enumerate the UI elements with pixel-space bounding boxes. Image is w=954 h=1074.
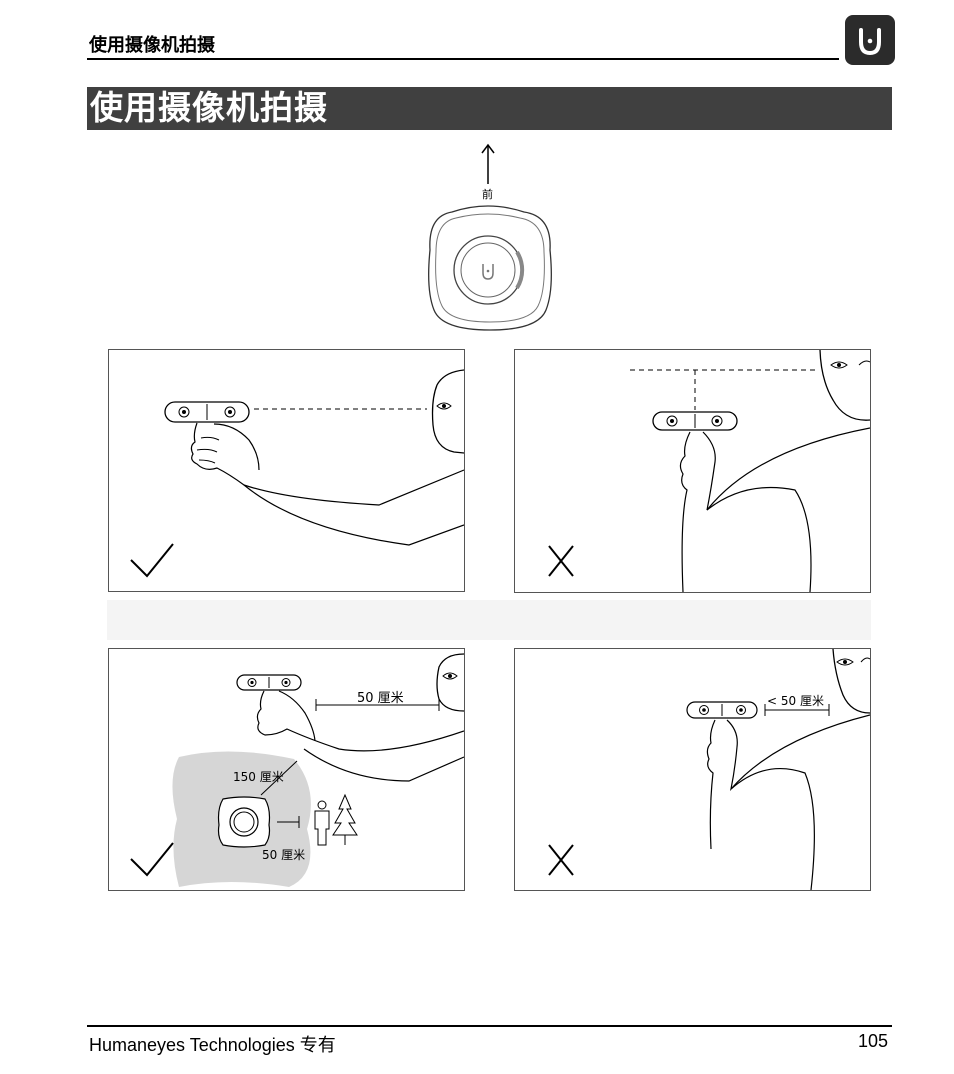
- section-banner: 使用摄像机拍摄: [87, 87, 892, 130]
- front-direction-label: 前: [482, 188, 493, 201]
- spacer-band: [107, 600, 871, 640]
- header-rule: [87, 58, 839, 60]
- panel-wrong-too-close: < 50 厘米: [514, 648, 871, 891]
- section-title: 使用摄像机拍摄: [90, 88, 328, 127]
- running-header-title: 使用摄像机拍摄: [89, 35, 215, 56]
- footer-rule: [87, 1025, 892, 1027]
- camera-top-view-figure: [420, 140, 560, 340]
- footer-proprietary-notice: Humaneyes Technologies 专有: [89, 1035, 336, 1055]
- distance-label: 50 厘米: [357, 691, 404, 706]
- panel-wrong-below-eye-level: [514, 349, 871, 593]
- radius-label: 150 厘米: [233, 770, 284, 784]
- page-number: 105: [858, 1031, 889, 1051]
- panel-correct-distance: 50 厘米 150 厘米 50 厘米: [108, 648, 465, 891]
- near-distance-label: 50 厘米: [262, 848, 306, 862]
- brand-logo: [845, 15, 895, 65]
- too-close-distance-label: < 50 厘米: [767, 694, 824, 708]
- panel-correct-eye-level: [108, 349, 465, 592]
